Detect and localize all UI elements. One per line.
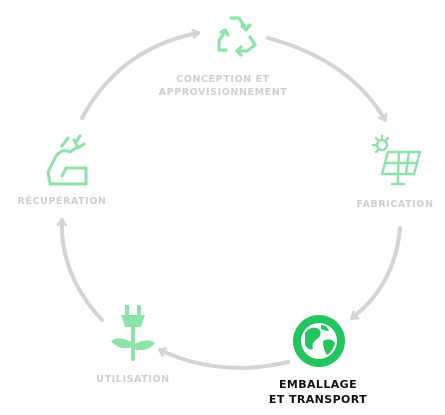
plug-plant-icon [111, 305, 155, 361]
arrow-emballage-to-utilisation [160, 350, 290, 370]
solar-panel-icon [371, 134, 422, 186]
stage-label-fabrication: FABRICATION [356, 199, 434, 210]
stage-label-emballage: EMBALLAGE ET TRANSPORT [268, 378, 368, 406]
hand-recover-icon [46, 134, 88, 186]
arrow-utilisation-to-recuperation [62, 220, 104, 322]
stage-label-recuperation: RÉCUPÉRATION [17, 196, 107, 207]
globe-icon [293, 315, 345, 367]
stage-label-conception: CONCEPTION ET APPROVISIONNEMENT [158, 74, 288, 98]
stage-label-utilisation: UTILISATION [96, 374, 170, 385]
arrow-conception-to-fabrication [266, 36, 385, 120]
arrow-fabrication-to-emballage [350, 226, 402, 320]
arrow-recuperation-to-conception [80, 33, 198, 120]
recycle-icon [217, 16, 257, 57]
